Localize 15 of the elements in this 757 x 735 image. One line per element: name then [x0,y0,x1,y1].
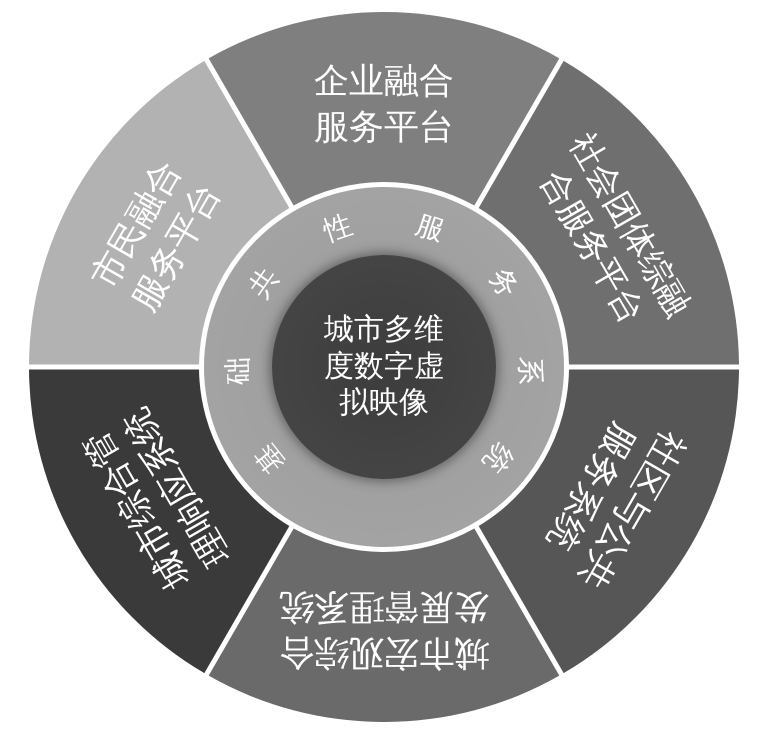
segment-label: 社区与公共服务系统 [538,415,694,598]
segment-label: 市民融合服务平台 [83,152,230,320]
ring-label: 系 [516,357,544,386]
ring-label: 性 [320,210,356,246]
segment-label: 社会团体综融合服务平台 [531,126,700,333]
center-label: 城市多维度数字虚拟映像 [323,312,445,422]
ring-label: 统 [478,438,518,478]
segment-label: 城市综合管理响应系统 [74,400,238,598]
ring-label: 服 [412,210,448,246]
segment-label: 企业融合服务平台 [313,60,455,149]
ring-label: 务 [484,264,524,303]
segment-label: 城市宏观综合发展管理系统 [278,586,490,674]
ring-label: 基 [250,438,290,478]
ring-label: 共 [244,264,284,303]
ring-label: 础 [224,357,252,386]
